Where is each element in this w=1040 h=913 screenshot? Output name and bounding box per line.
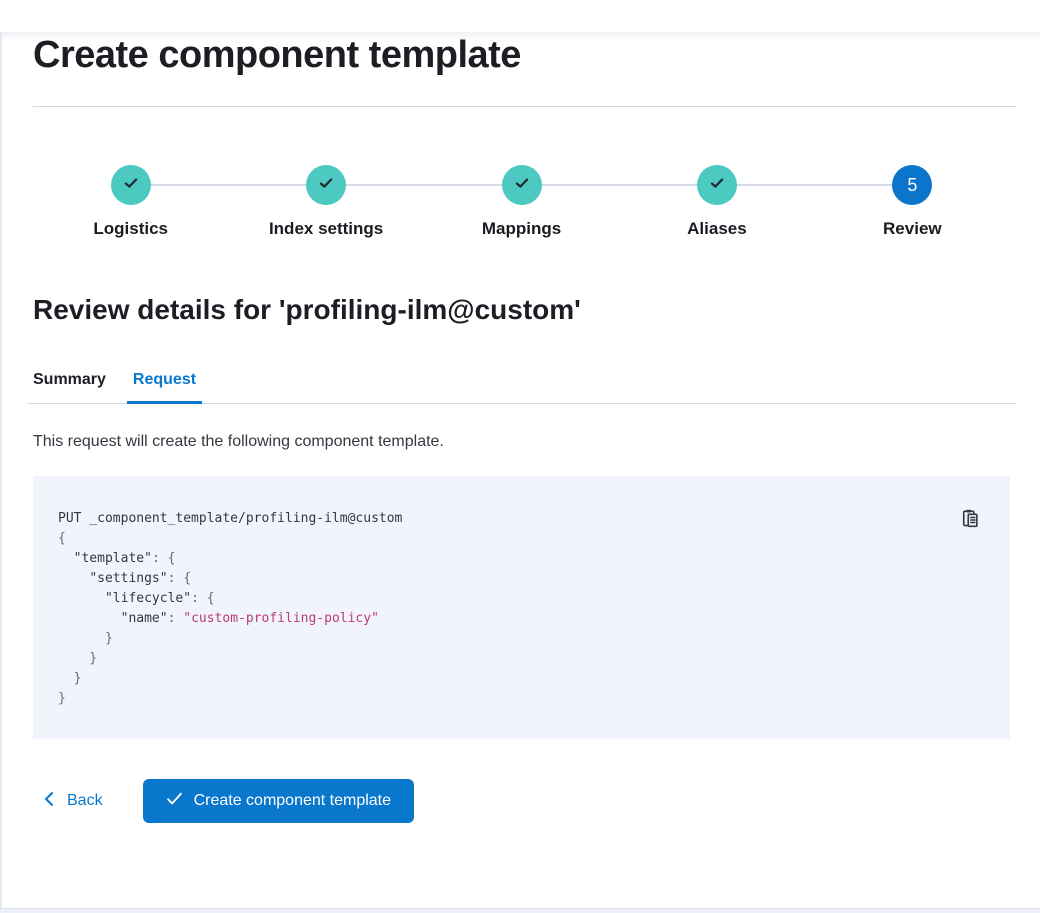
code-line: {: [58, 531, 66, 546]
footer-actions: Back Create component template: [33, 779, 1010, 823]
code-line: "settings": {: [89, 571, 192, 586]
window-top-edge: [0, 32, 1040, 40]
chevron-left-icon: [43, 791, 55, 811]
step-label: Aliases: [687, 219, 747, 238]
check-icon: [708, 174, 726, 197]
step-complete-badge[interactable]: [306, 165, 347, 205]
step-index-settings[interactable]: Index settings: [228, 165, 423, 239]
code-line: "lifecycle": {: [104, 591, 215, 606]
header-divider: [33, 106, 1016, 107]
step-number-badge[interactable]: 5: [892, 165, 933, 205]
code-line: "name": "custom-profiling-policy": [120, 611, 379, 626]
check-icon: [317, 174, 335, 197]
tabs: Summary Request: [27, 371, 1016, 404]
code-line: PUT _component_template/profiling-ilm@cu…: [58, 511, 403, 526]
step-complete-badge[interactable]: [501, 165, 542, 205]
copy-button[interactable]: [958, 506, 982, 530]
code-line: "template": {: [73, 551, 176, 566]
code-line: }: [58, 631, 113, 646]
stepper: Logistics Index settings Mappings: [33, 165, 1010, 239]
create-component-template-button[interactable]: Create component template: [142, 779, 415, 823]
request-code-block: PUT _component_template/profiling-ilm@cu…: [33, 476, 1010, 739]
code-line: }: [58, 651, 98, 666]
back-label: Back: [67, 792, 103, 809]
window-left-edge: [0, 32, 2, 913]
step-complete-badge[interactable]: [696, 165, 737, 205]
copy-clipboard-icon: [960, 509, 980, 531]
step-label: Review: [883, 219, 942, 238]
step-label: Mappings: [481, 219, 562, 238]
step-number: 5: [907, 174, 918, 195]
request-description: This request will create the following c…: [33, 433, 444, 450]
step-complete-badge[interactable]: [110, 165, 151, 205]
step-label: Logistics: [93, 219, 169, 238]
step-aliases[interactable]: Aliases: [619, 165, 814, 239]
code-content: PUT _component_template/profiling-ilm@cu…: [58, 509, 986, 709]
submit-label: Create component template: [193, 792, 392, 809]
tab-summary[interactable]: Summary: [33, 371, 106, 388]
create-component-template-page: Create component template Logistics Inde…: [0, 32, 1040, 823]
step-mappings[interactable]: Mappings: [424, 165, 619, 239]
code-line: }: [58, 691, 66, 706]
back-button[interactable]: Back: [43, 791, 103, 811]
step-logistics[interactable]: Logistics: [33, 165, 228, 239]
page-title: Create component template: [33, 34, 521, 76]
step-review[interactable]: 5 Review: [815, 165, 1010, 239]
check-icon: [166, 792, 183, 811]
check-icon: [513, 174, 531, 197]
tab-request[interactable]: Request: [126, 371, 203, 404]
check-icon: [122, 174, 140, 197]
code-line: }: [58, 671, 82, 686]
window-bottom-edge: [0, 908, 1040, 913]
step-label: Index settings: [268, 219, 384, 238]
review-heading: Review details for 'profiling-ilm@custom…: [33, 294, 581, 325]
